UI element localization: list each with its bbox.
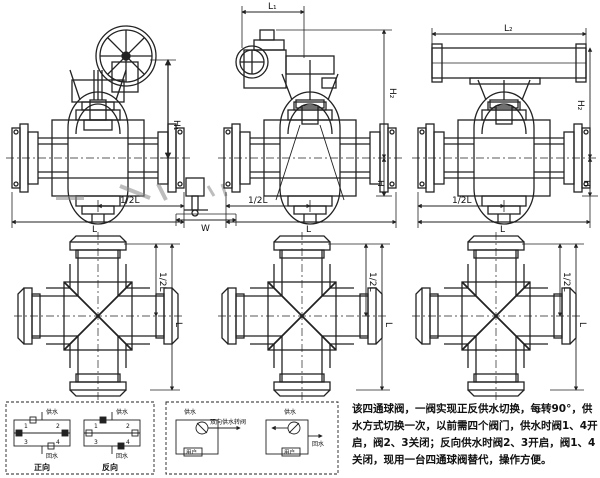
valve-pneumatic-elevation	[411, 28, 598, 228]
legend-rotary-valve	[165, 401, 339, 475]
legend-right-user-2: 用户	[284, 448, 295, 456]
dimension-labels: L₁ L₂ H₁ H₂ H₂ H H 1/2L L 1/2L L 1/2L L …	[92, 2, 591, 327]
dim-l1-label: L₁	[268, 2, 277, 12]
dim-h-label-2: H	[375, 180, 385, 187]
legend-right-labels: 供水 双向供水转阀 用户 供水 用户 回水	[184, 408, 324, 456]
dim-l-label-1: L	[92, 225, 97, 235]
legend-right-supply-2: 供水	[284, 408, 296, 416]
dim-w-label: W	[201, 224, 210, 234]
legend-right-return: 回水	[312, 440, 324, 448]
legend-left-valve-4b: 4	[126, 439, 130, 446]
dim-l-cross-1: L	[173, 322, 183, 327]
legend-left-valve-4: 4	[56, 439, 60, 446]
dim-half-l-cross-2: 1/2L	[367, 272, 377, 292]
valve-gear-elevation	[5, 25, 191, 228]
dim-l2-label: L₂	[504, 24, 513, 34]
legend-right-user-1: 用户	[186, 448, 197, 456]
cross-plan-3	[411, 231, 584, 401]
legend-left-supply-2: 供水	[116, 408, 128, 416]
legend-left-return-2: 回水	[116, 452, 128, 460]
dim-l-label-2: L	[306, 225, 311, 235]
dim-h-label-3: H	[581, 180, 591, 187]
legend-left-labels: 供水 回水 供水 回水 1 2 3 4 1 2 3 4 正向 反向	[24, 408, 130, 472]
dim-h2-label-3: H₂	[575, 100, 585, 111]
legend-left-valve-2: 2	[56, 423, 60, 430]
cross-plan-1	[13, 231, 183, 401]
legend-left-valve-3b: 3	[94, 439, 98, 446]
legend-left-valve-1: 1	[24, 423, 28, 430]
legend-right-supply-1: 供水	[184, 408, 196, 416]
legend-left-return-1: 回水	[46, 452, 58, 460]
cross-plan-2	[217, 231, 390, 401]
legend-right-valve-label: 双向供水转阀	[210, 418, 246, 426]
dim-half-l-cross-1: 1/2L	[157, 272, 167, 292]
dim-half-l-label-1: 1/2L	[120, 196, 140, 206]
valve-description: 该四通球阀，一阀实现正反供水切换，每转90°，供水方式切换一次，以前需四个阀门，…	[352, 403, 598, 466]
dim-half-l-cross-3: 1/2L	[561, 272, 571, 292]
legend-left-valve-2b: 2	[126, 423, 130, 430]
dim-l-cross-2: L	[383, 322, 393, 327]
valve-electric-elevation	[217, 6, 403, 228]
dim-l-cross-3: L	[577, 322, 587, 327]
legend-caption-forward: 正向	[34, 462, 50, 472]
dim-half-l-label-3: 1/2L	[452, 196, 472, 206]
legend-left-valve-3: 3	[24, 439, 28, 446]
dim-l-label-3: L	[500, 225, 505, 235]
legend-caption-reverse: 反向	[102, 462, 118, 472]
dim-half-l-label-2: 1/2L	[248, 196, 268, 206]
dim-h2-label-2: H₂	[387, 88, 397, 99]
legend-four-valve	[5, 401, 155, 475]
legend-left-supply-1: 供水	[46, 408, 58, 416]
dim-h1-label: H₁	[171, 120, 181, 131]
legend-left-valve-1b: 1	[94, 423, 98, 430]
